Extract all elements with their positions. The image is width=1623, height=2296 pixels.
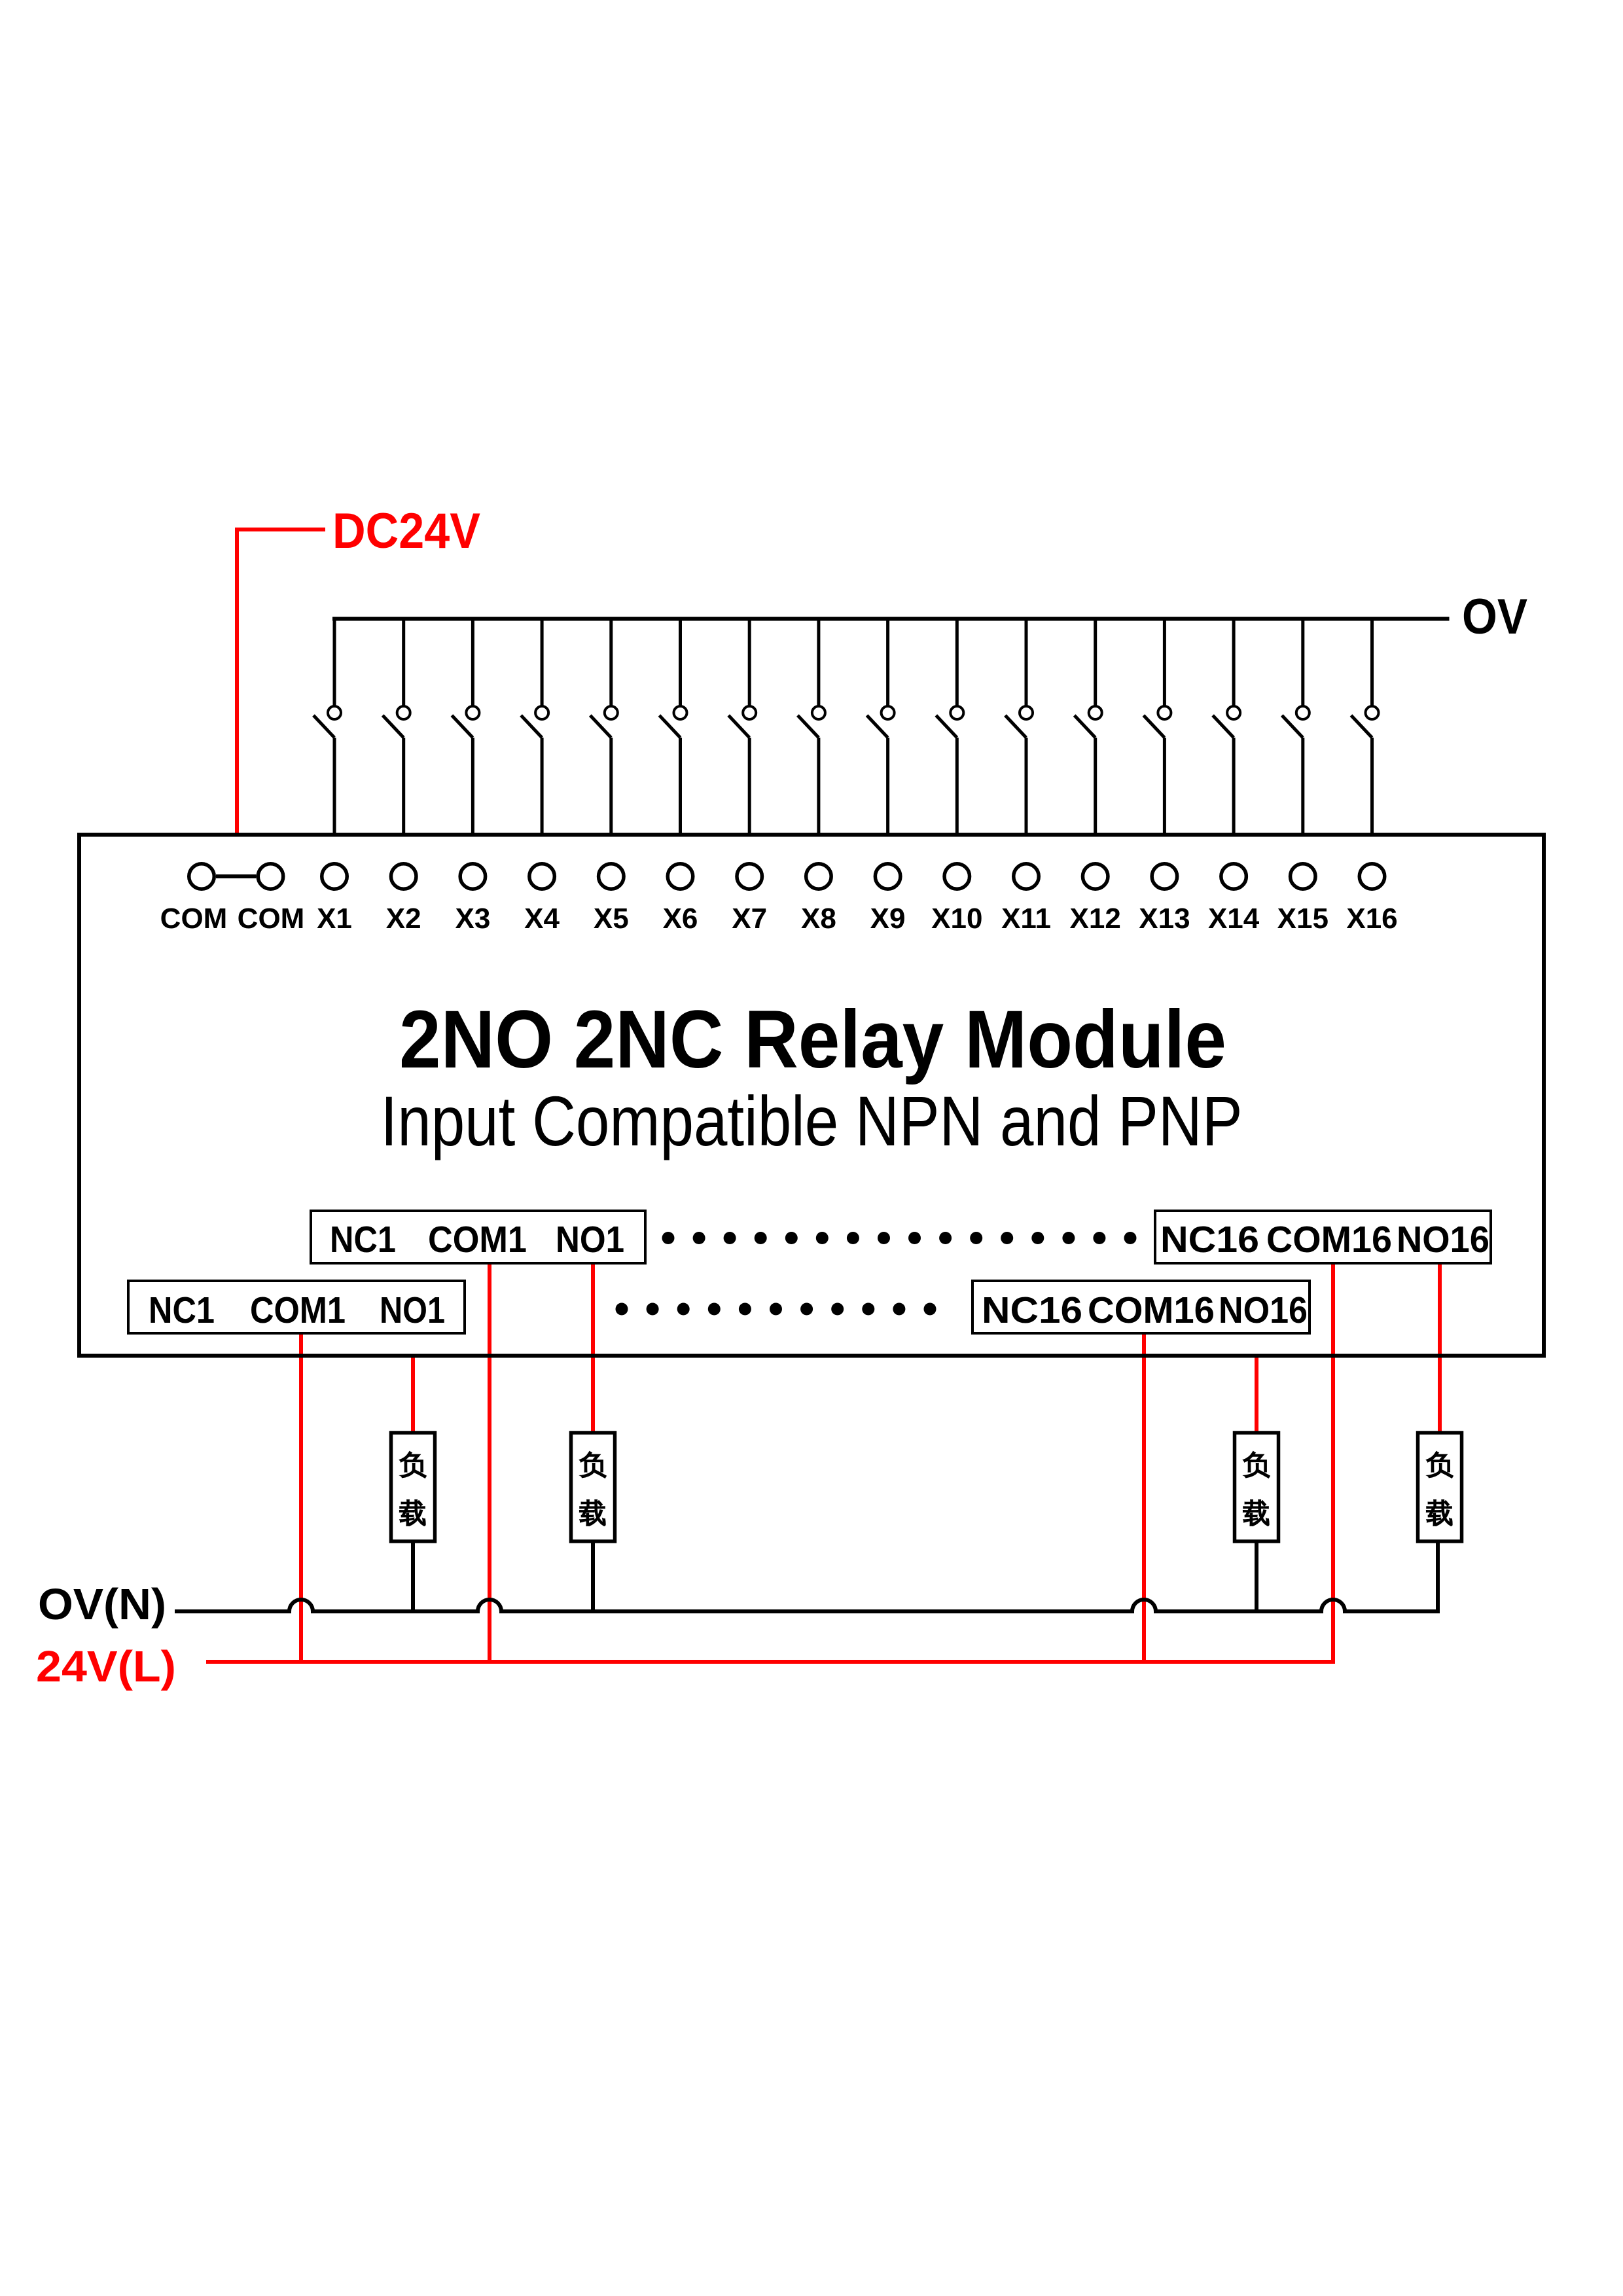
svg-text:24V(L): 24V(L) bbox=[36, 1642, 176, 1691]
svg-text:X14: X14 bbox=[1208, 903, 1260, 935]
svg-text:X16: X16 bbox=[1346, 903, 1397, 935]
svg-text:COM: COM bbox=[160, 903, 228, 935]
svg-text:X1: X1 bbox=[317, 903, 352, 935]
svg-text:COM: COM bbox=[238, 903, 305, 935]
svg-text:X7: X7 bbox=[732, 903, 767, 935]
svg-text:X9: X9 bbox=[870, 903, 906, 935]
svg-text:NO16: NO16 bbox=[1397, 1219, 1489, 1261]
svg-text:X4: X4 bbox=[524, 903, 560, 935]
svg-text:OV(N): OV(N) bbox=[38, 1580, 166, 1629]
svg-text:NC1: NC1 bbox=[149, 1289, 215, 1331]
svg-text:X3: X3 bbox=[455, 903, 490, 935]
svg-text:DC24V: DC24V bbox=[332, 503, 480, 559]
svg-text:X10: X10 bbox=[931, 903, 982, 935]
svg-text:COM1: COM1 bbox=[250, 1289, 346, 1331]
svg-text:2NO 2NC Relay Module: 2NO 2NC Relay Module bbox=[399, 994, 1226, 1085]
svg-text:COM1: COM1 bbox=[428, 1219, 527, 1261]
svg-text:NO16: NO16 bbox=[1219, 1289, 1308, 1331]
svg-text:NO1: NO1 bbox=[380, 1289, 445, 1331]
svg-text:OV: OV bbox=[1462, 589, 1527, 645]
svg-text:X8: X8 bbox=[801, 903, 836, 935]
svg-text:NO1: NO1 bbox=[556, 1219, 624, 1261]
svg-text:X15: X15 bbox=[1277, 903, 1329, 935]
svg-text:Input Compatible NPN and PNP: Input Compatible NPN and PNP bbox=[381, 1081, 1243, 1160]
svg-text:X6: X6 bbox=[663, 903, 698, 935]
svg-text:X2: X2 bbox=[386, 903, 421, 935]
svg-text:NC1: NC1 bbox=[330, 1219, 396, 1261]
svg-text:COM16: COM16 bbox=[1088, 1289, 1215, 1331]
svg-text:X13: X13 bbox=[1139, 903, 1190, 935]
svg-text:NC16: NC16 bbox=[982, 1289, 1082, 1331]
svg-text:X12: X12 bbox=[1070, 903, 1121, 935]
svg-text:COM16: COM16 bbox=[1266, 1219, 1392, 1261]
svg-text:NC16: NC16 bbox=[1160, 1219, 1259, 1261]
svg-text:X5: X5 bbox=[594, 903, 629, 935]
svg-text:X11: X11 bbox=[1001, 903, 1051, 935]
